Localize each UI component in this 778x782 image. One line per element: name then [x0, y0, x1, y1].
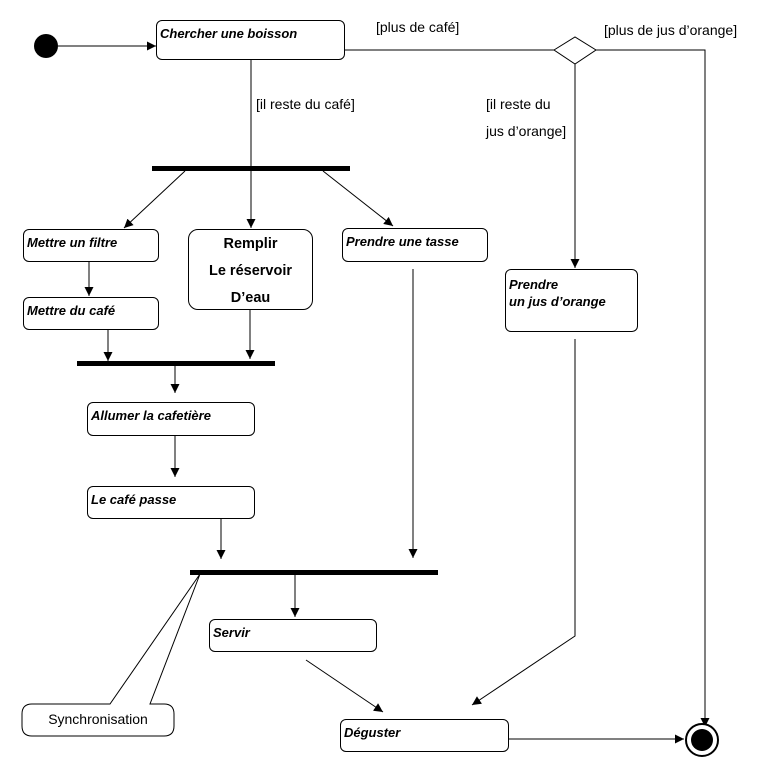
edge-decision-to-final	[596, 49, 710, 727]
edge-servir-to-deguster	[305, 659, 384, 713]
initial-node	[34, 34, 58, 58]
guard-label: [il reste du café]	[256, 96, 355, 112]
activity-label: Chercher une boisson	[160, 26, 298, 41]
activity-label: Déguster	[344, 725, 401, 740]
activity-allumer-la-cafetiere: Allumer la cafetière	[87, 402, 255, 436]
activity-mettre-un-filtre: Mettre un filtre	[23, 229, 159, 262]
edge-prendre-jus-to-deguster	[471, 339, 576, 706]
activity-deguster: Déguster	[340, 719, 509, 752]
join-bar-preparation	[77, 361, 275, 366]
guard-label: [plus de jus d’orange]	[604, 22, 738, 38]
guard-il-reste-du-jus-d-orange: [il reste du jus d’orange]	[486, 91, 566, 145]
edge-fork-to-prendre-tasse	[322, 170, 394, 227]
activity-label: Mettre du café	[27, 303, 116, 318]
activity-prendre-une-tasse: Prendre une tasse	[342, 228, 488, 262]
final-node-core	[691, 729, 713, 751]
activity-label: Allumer la cafetière	[91, 408, 211, 423]
activity-mettre-du-cafe: Mettre du café	[23, 297, 159, 330]
join-bar-service	[190, 570, 438, 575]
decision-node	[553, 36, 597, 65]
activity-label: Servir	[213, 625, 250, 640]
guard-il-reste-du-cafe: [il reste du café]	[256, 91, 355, 118]
activity-prendre-un-jus-d-orange: Prendre un jus d’orange	[505, 269, 638, 332]
activity-label-line-1: Remplir	[223, 236, 278, 252]
activity-label-line-1: Prendre	[509, 277, 559, 292]
activity-label-line-3: D’eau	[230, 290, 271, 306]
guard-plus-de-jus-d-orange: [plus de jus d’orange]	[604, 17, 737, 44]
activity-label: Prendre une tasse	[346, 234, 459, 249]
edge-fork-to-mettre-filtre	[123, 170, 186, 229]
activity-label-line-2: Le réservoir	[208, 263, 293, 279]
activity-remplir-reservoir: Remplir Le réservoir D’eau	[188, 229, 313, 310]
activity-label-line-2: un jus d’orange	[509, 294, 606, 309]
note-synchronisation-label: Synchronisation	[48, 711, 148, 727]
activity-label: Le café passe	[91, 492, 177, 507]
synchronisation-note	[21, 573, 201, 737]
activity-label: Mettre un filtre	[27, 235, 118, 250]
guard-label-line-1: [il reste du	[486, 96, 551, 112]
activity-le-cafe-passe: Le café passe	[87, 486, 255, 519]
fork-bar	[152, 166, 350, 171]
guard-label: [plus de café]	[376, 19, 460, 35]
activity-servir: Servir	[209, 619, 377, 652]
guard-plus-de-cafe: [plus de café]	[376, 14, 459, 41]
guard-label-line-2: jus d’orange]	[486, 123, 567, 139]
activity-chercher-une-boisson: Chercher une boisson	[156, 20, 345, 60]
